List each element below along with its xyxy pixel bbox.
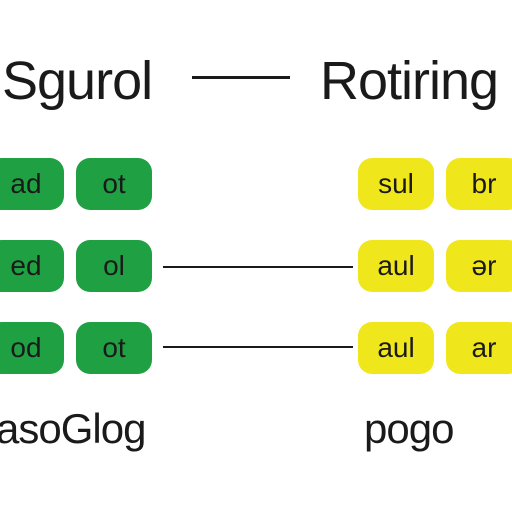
green-pill-row3-b: ot [76,322,152,374]
left-footer: asoGlog [0,405,146,452]
yellow-pill-row2-a: aul [358,240,434,292]
yellow-pill-row3-b: ar [446,322,512,374]
green-pill-row1-b: ot [76,158,152,210]
row3-connector-line [163,346,353,348]
yellow-pill-row2-b: ər [446,240,512,292]
yellow-pill-row1-a: sul [358,158,434,210]
green-pill-row2-a: ed [0,240,64,292]
right-footer: pogo [364,405,454,452]
green-pill-row2-b: ol [76,240,152,292]
row2-connector-line [163,266,353,268]
left-title: Sgurol [2,51,153,111]
green-pill-row1-a: ad [0,158,64,210]
yellow-pill-row1-b: br [446,158,512,210]
green-pill-row3-a: od [0,322,64,374]
right-title: Rotiring [320,51,499,111]
yellow-pill-row3-a: aul [358,322,434,374]
title-connector-line [192,76,290,79]
